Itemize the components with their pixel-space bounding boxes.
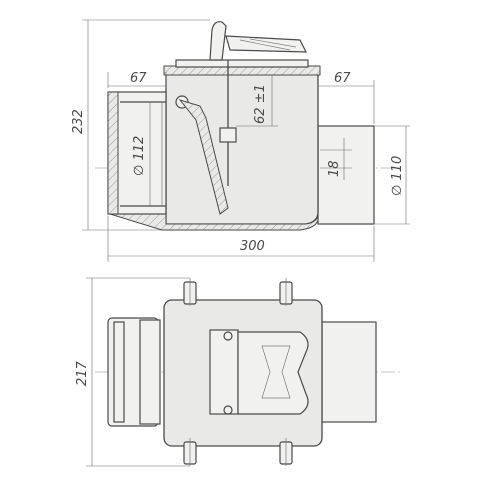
- lever-handle: [209, 21, 227, 61]
- stem-guide: [219, 127, 237, 143]
- dim-112-label: ∅ 112: [132, 136, 147, 176]
- lever-arm: [225, 35, 307, 53]
- bolt-bottom-left: [183, 438, 197, 466]
- bolt-top-left: [183, 278, 197, 306]
- inlet-socket-wall: [107, 91, 119, 215]
- bolt-top-right: [279, 278, 293, 306]
- plan-outlet-pipe: [321, 321, 377, 423]
- lid-top: [175, 59, 309, 68]
- plan-inlet-ring-2: [139, 319, 161, 425]
- plan-inlet-ring-1: [113, 321, 125, 423]
- dim-67-right-label: 67: [334, 71, 351, 86]
- plan-lever-base: [209, 329, 239, 415]
- plan-lever-pin-top: [223, 331, 233, 341]
- flap: [178, 99, 229, 215]
- valve-body: [165, 72, 319, 225]
- dim-217-label: 217: [75, 360, 90, 386]
- lever-arm-detail-2: [249, 38, 297, 48]
- plan-view: 217: [75, 277, 400, 467]
- side-view: 67 67 62 ±1 ∅ 112 ∅ 110 18 232 300: [71, 19, 410, 262]
- lever-arm-detail: [239, 39, 291, 51]
- plan-lever-handle: [237, 331, 309, 415]
- dim-232-label: 232: [71, 109, 86, 134]
- plan-lever-pin-bottom: [223, 405, 233, 415]
- dim-110-label: ∅ 110: [390, 156, 405, 196]
- dim-67-left-label: 67: [130, 71, 147, 86]
- dim-62-label: 62 ±1: [253, 84, 268, 124]
- dim-18-label: 18: [327, 160, 342, 177]
- plan-lever-detail: [261, 345, 291, 399]
- dim-300-label: 300: [240, 239, 265, 254]
- bolt-bottom-right: [279, 438, 293, 466]
- outlet-pipe: [317, 125, 375, 225]
